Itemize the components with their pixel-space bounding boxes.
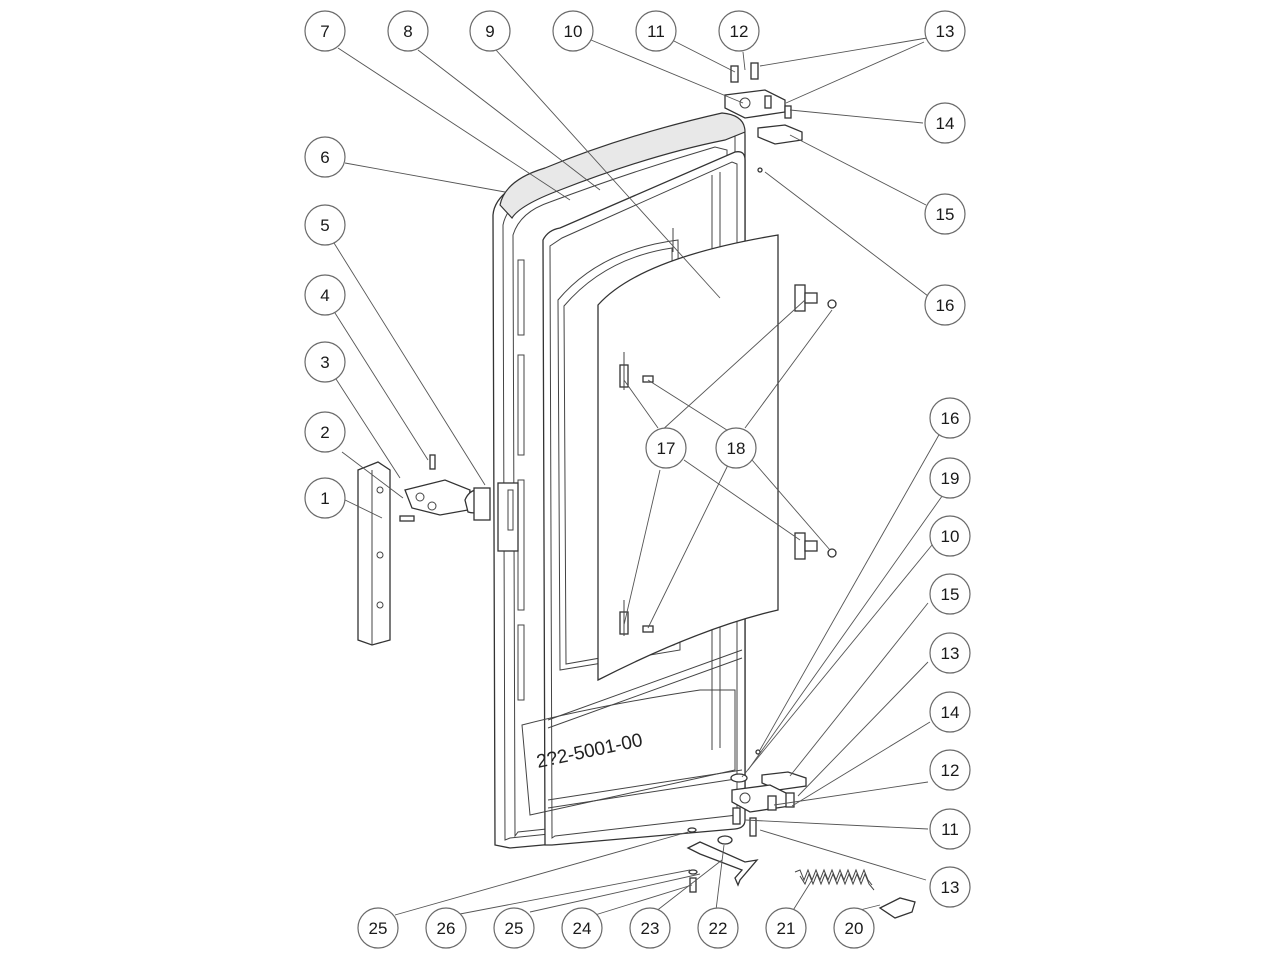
svg-text:7: 7	[320, 22, 329, 41]
svg-text:8: 8	[403, 22, 412, 41]
callout-9: 9	[469, 10, 511, 52]
callout-12-bottom: 12	[929, 749, 971, 791]
callout-24: 24	[561, 907, 603, 949]
callout-16-top: 16	[924, 284, 966, 326]
bottom-hinge	[686, 749, 916, 919]
svg-text:25: 25	[505, 919, 524, 938]
handle	[357, 461, 391, 646]
svg-text:5: 5	[320, 216, 329, 235]
callout-20: 20	[833, 907, 875, 949]
svg-text:13: 13	[936, 22, 955, 41]
svg-text:22: 22	[709, 919, 728, 938]
lower-recess	[521, 689, 736, 816]
svg-text:13: 13	[941, 878, 960, 897]
callouts: 1 2 3 4 5 6 7 8 9 10 11 12 13 14 15 16 1…	[304, 10, 971, 949]
svg-text:12: 12	[730, 22, 749, 41]
callout-21: 21	[765, 907, 807, 949]
svg-text:9: 9	[485, 22, 494, 41]
callout-15-top: 15	[924, 193, 966, 235]
svg-text:16: 16	[936, 296, 955, 315]
callout-12-top: 12	[718, 10, 760, 52]
callout-23: 23	[629, 907, 671, 949]
inner-arched-frame	[557, 228, 681, 671]
svg-text:14: 14	[936, 114, 955, 133]
callout-15-bottom: 15	[929, 573, 971, 615]
top-hinge	[724, 62, 803, 173]
callout-25-left: 25	[357, 907, 399, 949]
hinge-brackets	[619, 284, 837, 636]
callout-10-top: 10	[552, 10, 594, 52]
svg-text:19: 19	[941, 469, 960, 488]
svg-text:25: 25	[369, 919, 388, 938]
svg-text:11: 11	[647, 22, 665, 41]
callout-14-top: 14	[924, 102, 966, 144]
callout-4: 4	[304, 274, 346, 316]
callout-22: 22	[697, 907, 739, 949]
svg-text:15: 15	[941, 585, 960, 604]
leader-lines	[333, 37, 946, 916]
svg-text:1: 1	[320, 489, 329, 508]
svg-text:12: 12	[941, 761, 960, 780]
svg-text:6: 6	[320, 148, 329, 167]
latch-mechanism	[399, 454, 519, 552]
svg-text:2: 2	[320, 423, 329, 442]
callout-7: 7	[304, 10, 346, 52]
svg-text:23: 23	[641, 919, 660, 938]
callout-13-bottom: 13	[929, 632, 971, 674]
callout-26: 26	[425, 907, 467, 949]
svg-text:3: 3	[320, 353, 329, 372]
callout-13-lower: 13	[929, 866, 971, 908]
svg-text:26: 26	[437, 919, 456, 938]
callout-17: 17	[645, 427, 687, 469]
callout-10-bottom: 10	[929, 515, 971, 557]
svg-text:11: 11	[941, 820, 959, 839]
svg-text:15: 15	[936, 205, 955, 224]
svg-text:14: 14	[941, 703, 960, 722]
callout-8: 8	[387, 10, 429, 52]
callout-6: 6	[304, 136, 346, 178]
callout-25-right: 25	[493, 907, 535, 949]
callout-16-mid: 16	[929, 397, 971, 439]
callout-14-bottom: 14	[929, 691, 971, 733]
svg-text:10: 10	[941, 527, 960, 546]
callout-3: 3	[304, 341, 346, 383]
callout-2: 2	[304, 411, 346, 453]
svg-text:16: 16	[941, 409, 960, 428]
callout-18: 18	[715, 427, 757, 469]
callout-13-top: 13	[924, 10, 966, 52]
svg-text:21: 21	[777, 919, 796, 938]
svg-text:18: 18	[727, 439, 746, 458]
callout-19: 19	[929, 457, 971, 499]
svg-text:13: 13	[941, 644, 960, 663]
svg-text:20: 20	[845, 919, 864, 938]
callout-11-top: 11	[635, 10, 677, 52]
svg-text:4: 4	[320, 286, 329, 305]
callout-5: 5	[304, 204, 346, 246]
svg-text:17: 17	[657, 439, 676, 458]
callout-1: 1	[304, 477, 346, 519]
callout-11-bottom: 11	[929, 808, 971, 850]
svg-text:10: 10	[564, 22, 583, 41]
svg-text:24: 24	[573, 919, 592, 938]
door-panel	[597, 234, 779, 682]
